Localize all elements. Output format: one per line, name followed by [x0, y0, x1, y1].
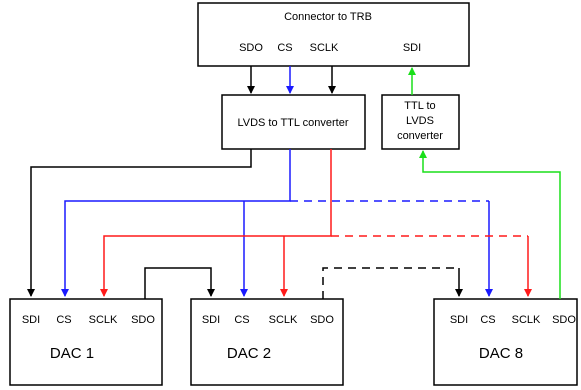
- dac-1-pin-sdo: SDO: [131, 314, 155, 326]
- dac-8-name: DAC 8: [479, 345, 523, 362]
- dac-2-name: DAC 2: [227, 345, 271, 362]
- ttl-to-lvds-line2: LVDS: [406, 115, 434, 127]
- sclk-wire-to-dac-1: [100, 149, 332, 297]
- connector-pin-cs: CS: [277, 42, 292, 54]
- daisy-chain-dashed-dac2-to-dac8: [322, 267, 459, 299]
- dac-1-name: DAC 1: [50, 345, 94, 362]
- ttl-to-lvds-box: TTL to LVDS converter: [381, 94, 460, 150]
- dac-1-pin-sclk: SCLK: [89, 314, 118, 326]
- dac-2-pin-sclk: SCLK: [269, 314, 298, 326]
- connector-pin-sdo: SDO: [239, 42, 263, 54]
- connector-box: Connector to TRB SDO CS SCLK SDI: [197, 2, 470, 67]
- sdo-wire-to-dac-1: [27, 149, 252, 297]
- lvds-to-ttl-label: LVDS to TTL converter: [237, 117, 348, 129]
- dac-2-pin-sdi: SDI: [202, 314, 220, 326]
- dac-2-box: SDI CS SCLK SDO DAC 2: [190, 298, 344, 386]
- dac-1-box: SDI CS SCLK SDO DAC 1: [9, 298, 163, 386]
- connector-title: Connector to TRB: [284, 11, 372, 23]
- dac-8-pin-sdi: SDI: [450, 314, 468, 326]
- connector-pin-sdi: SDI: [403, 42, 421, 54]
- dac-1-pin-sdi: SDI: [22, 314, 40, 326]
- sdo-wire-dac8-to-ttl-converter: [419, 150, 561, 299]
- dac-8-pin-sclk: SCLK: [512, 314, 541, 326]
- dac-8-pin-cs: CS: [480, 314, 495, 326]
- dac-1-pin-cs: CS: [56, 314, 71, 326]
- ttl-to-lvds-line1: TTL to: [404, 100, 435, 112]
- daisy-chain-dac1-to-dac2: [144, 267, 215, 299]
- dac-8-pin-sdo: SDO: [552, 314, 576, 326]
- ttl-to-lvds-line3: converter: [397, 130, 443, 142]
- connector-pin-sclk: SCLK: [310, 42, 339, 54]
- lvds-to-ttl-box: LVDS to TTL converter: [221, 94, 366, 150]
- dac-2-pin-cs: CS: [234, 314, 249, 326]
- cs-wire-to-dac-1: [61, 149, 291, 297]
- dac-8-box: SDI CS SCLK SDO DAC 8: [433, 298, 578, 386]
- dac-2-pin-sdo: SDO: [310, 314, 334, 326]
